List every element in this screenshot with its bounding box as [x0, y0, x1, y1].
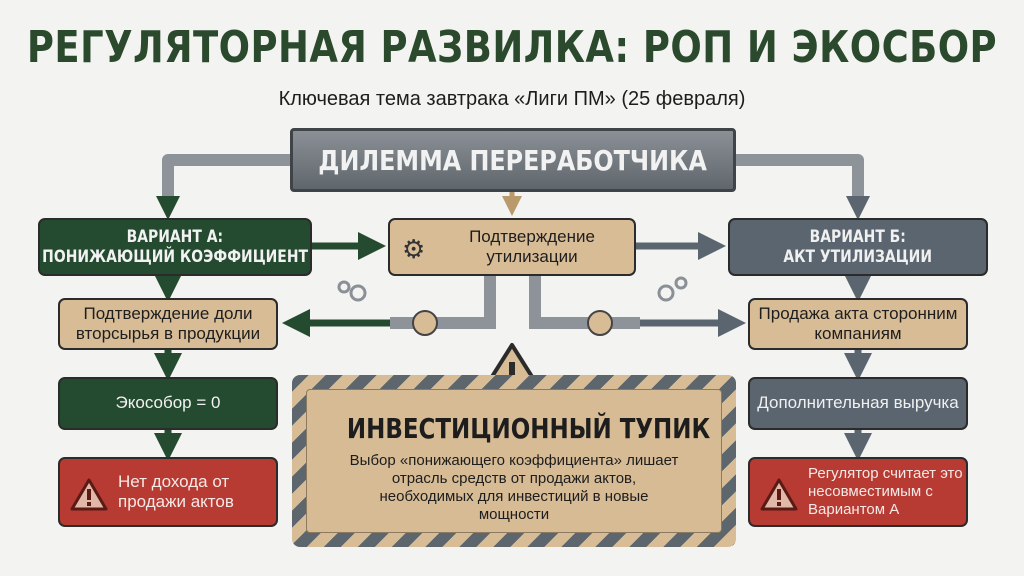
pipe-left	[162, 154, 290, 200]
gear-icon: ⚙	[402, 234, 426, 264]
page-subtitle: Ключевая тема завтрака «Лиги ПМ» (25 фев…	[278, 88, 746, 110]
option-b-step2: Дополнительная выручка	[748, 377, 968, 430]
deadend-title: ИНВЕСТИЦИОННЫЙ ТУПИК	[307, 412, 721, 446]
option-a-result-text: Нет дохода от продажи актов	[118, 471, 234, 511]
dilemma-banner: ДИЛЕММА ПЕРЕРАБОТЧИКА	[290, 128, 736, 192]
banner-text: ДИЛЕММА ПЕРЕРАБОТЧИКА	[318, 143, 708, 177]
option-b-subheader: АКТ УТИЛИЗАЦИИ	[783, 247, 933, 267]
option-a-header: ВАРИАНТ А:	[126, 226, 224, 247]
pipe-center-left	[390, 275, 496, 329]
pipe-right	[736, 154, 864, 200]
valve-left-icon	[412, 310, 438, 336]
gears-right-icon	[657, 276, 688, 302]
deadend-panel: ИНВЕСТИЦИОННЫЙ ТУПИК Выбор «понижающего …	[306, 389, 722, 533]
option-a-step1: Подтверждение доли вторсырья в продукции	[58, 298, 278, 350]
option-b-step1: Продажа акта сторонним компаниям	[748, 298, 968, 350]
investment-deadend-sign: ИНВЕСТИЦИОННЫЙ ТУПИК Выбор «понижающего …	[292, 375, 736, 547]
option-a-subheader: ПОНИЖАЮЩИЙ КОЭФФИЦИЕНТ	[42, 247, 308, 267]
center-label: Подтверждение утилизации	[469, 226, 595, 266]
option-b-result-text: Регулятор считает это несовместимым с Ва…	[808, 465, 963, 518]
deadend-text: Выбор «понижающего коэффициента» лишает …	[349, 452, 679, 523]
option-a-step2: Экособор = 0	[58, 377, 278, 430]
center-box: ⚙ Подтверждение утилизации	[388, 218, 636, 276]
option-b-box: ВАРИАНТ Б:АКТ УТИЛИЗАЦИИ	[728, 218, 988, 276]
valve-right-icon	[587, 310, 613, 336]
option-b-result: Регулятор считает это несовместимым с Ва…	[748, 457, 968, 527]
deadend-title-text: ИНВЕСТИЦИОННЫЙ ТУПИК	[346, 412, 711, 445]
warning-icon	[760, 478, 798, 511]
option-a-result: Нет дохода от продажи актов	[58, 457, 278, 527]
page-title: РЕГУЛЯТОРНАЯ РАЗВИЛКА: РОП И ЭКОСБОР	[26, 22, 998, 73]
warning-icon	[70, 478, 108, 511]
option-a-box: ВАРИАНТ А:ПОНИЖАЮЩИЙ КОЭФФИЦИЕНТ	[38, 218, 312, 276]
gears-left-icon	[337, 280, 367, 302]
option-b-header: ВАРИАНТ Б:	[809, 226, 907, 247]
pipe-center-right	[529, 275, 640, 329]
